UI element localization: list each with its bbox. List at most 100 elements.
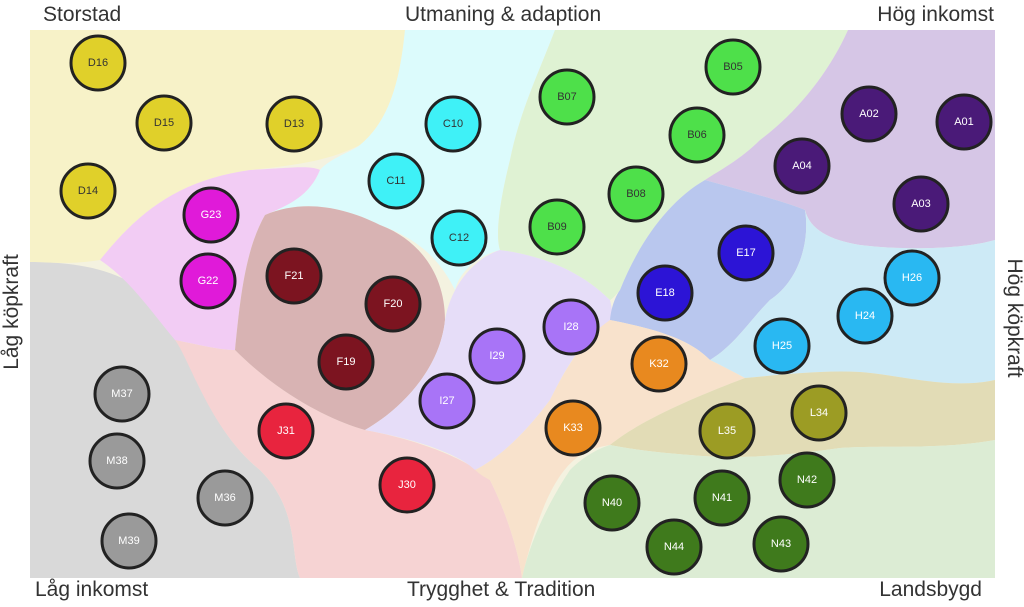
node-a04: A04	[773, 137, 831, 195]
node-circle	[196, 469, 254, 527]
node-i27: I27	[418, 372, 476, 430]
node-circle	[752, 515, 810, 573]
node-circle	[418, 372, 476, 430]
node-label: G23	[201, 209, 222, 221]
node-label: K32	[649, 358, 669, 370]
node-g22: G22	[179, 252, 237, 310]
node-label: B09	[547, 221, 567, 233]
node-circle	[693, 469, 751, 527]
node-circle	[883, 249, 941, 307]
node-label: A04	[792, 160, 812, 172]
node-circle	[790, 384, 848, 442]
node-circle	[528, 198, 586, 256]
node-label: N40	[602, 497, 622, 509]
node-circle	[935, 93, 993, 151]
node-label: M38	[106, 455, 127, 467]
node-d14: D14	[59, 162, 117, 220]
node-label: G22	[198, 275, 219, 287]
node-circle	[645, 518, 703, 576]
node-n43: N43	[752, 515, 810, 573]
node-label: E17	[736, 247, 756, 259]
node-circle	[607, 165, 665, 223]
node-label: L35	[718, 425, 736, 437]
node-circle	[364, 275, 422, 333]
node-circle	[468, 327, 526, 385]
node-c11: C11	[367, 152, 425, 210]
node-circle	[636, 264, 694, 322]
node-label: F19	[337, 356, 356, 368]
node-i28: I28	[542, 298, 600, 356]
label-hog-inkomst: Hög inkomst	[877, 3, 994, 26]
node-label: F21	[285, 270, 304, 282]
node-circle	[424, 95, 482, 153]
node-label: B06	[687, 129, 707, 141]
node-n41: N41	[693, 469, 751, 527]
node-circle	[265, 95, 323, 153]
node-label: M39	[118, 535, 139, 547]
node-k33: K33	[544, 399, 602, 457]
node-a03: A03	[892, 175, 950, 233]
node-label: C10	[443, 118, 463, 130]
node-circle	[753, 317, 811, 375]
node-label: E18	[655, 287, 675, 299]
node-circle	[630, 335, 688, 393]
node-circle	[840, 85, 898, 143]
node-a02: A02	[840, 85, 898, 143]
node-l35: L35	[698, 402, 756, 460]
node-h26: H26	[883, 249, 941, 307]
node-circle	[257, 402, 315, 460]
node-circle	[836, 287, 894, 345]
node-label: N44	[664, 541, 684, 553]
node-d13: D13	[265, 95, 323, 153]
node-circle	[182, 186, 240, 244]
node-j31: J31	[257, 402, 315, 460]
node-label: D15	[154, 117, 174, 129]
node-b06: B06	[668, 106, 726, 164]
node-label: D16	[88, 57, 108, 69]
node-label: N42	[797, 474, 817, 486]
node-k32: K32	[630, 335, 688, 393]
node-label: D13	[284, 118, 304, 130]
node-h25: H25	[753, 317, 811, 375]
node-m37: M37	[93, 365, 151, 423]
label-storstad: Storstad	[43, 3, 122, 26]
node-circle	[544, 399, 602, 457]
node-circle	[59, 162, 117, 220]
node-f20: F20	[364, 275, 422, 333]
node-circle	[93, 365, 151, 423]
node-label: M37	[111, 388, 132, 400]
node-g23: G23	[182, 186, 240, 244]
region-j	[175, 340, 522, 578]
node-circle	[367, 152, 425, 210]
region-d	[30, 30, 405, 263]
node-label: F20	[384, 298, 403, 310]
node-label: A02	[859, 108, 879, 120]
node-h24: H24	[836, 287, 894, 345]
node-label: N43	[771, 538, 791, 550]
node-circle	[538, 68, 596, 126]
node-label: A03	[911, 198, 931, 210]
node-label: H24	[855, 310, 875, 322]
node-c12: C12	[430, 209, 488, 267]
node-label: B07	[557, 91, 577, 103]
node-label: A01	[954, 116, 974, 128]
node-label: K33	[563, 422, 583, 434]
node-circle	[668, 106, 726, 164]
node-circle	[773, 137, 831, 195]
node-n42: N42	[778, 451, 836, 509]
node-label: H26	[902, 272, 922, 284]
node-e17: E17	[717, 224, 775, 282]
label-landsbygd: Landsbygd	[879, 578, 982, 601]
node-circle	[179, 252, 237, 310]
node-m38: M38	[88, 432, 146, 490]
node-d16: D16	[69, 34, 127, 92]
node-f21: F21	[265, 247, 323, 305]
node-a01: A01	[935, 93, 993, 151]
node-label: I28	[563, 321, 578, 333]
node-e18: E18	[636, 264, 694, 322]
node-j30: J30	[378, 456, 436, 514]
node-circle	[100, 512, 158, 570]
node-label: I27	[439, 395, 454, 407]
